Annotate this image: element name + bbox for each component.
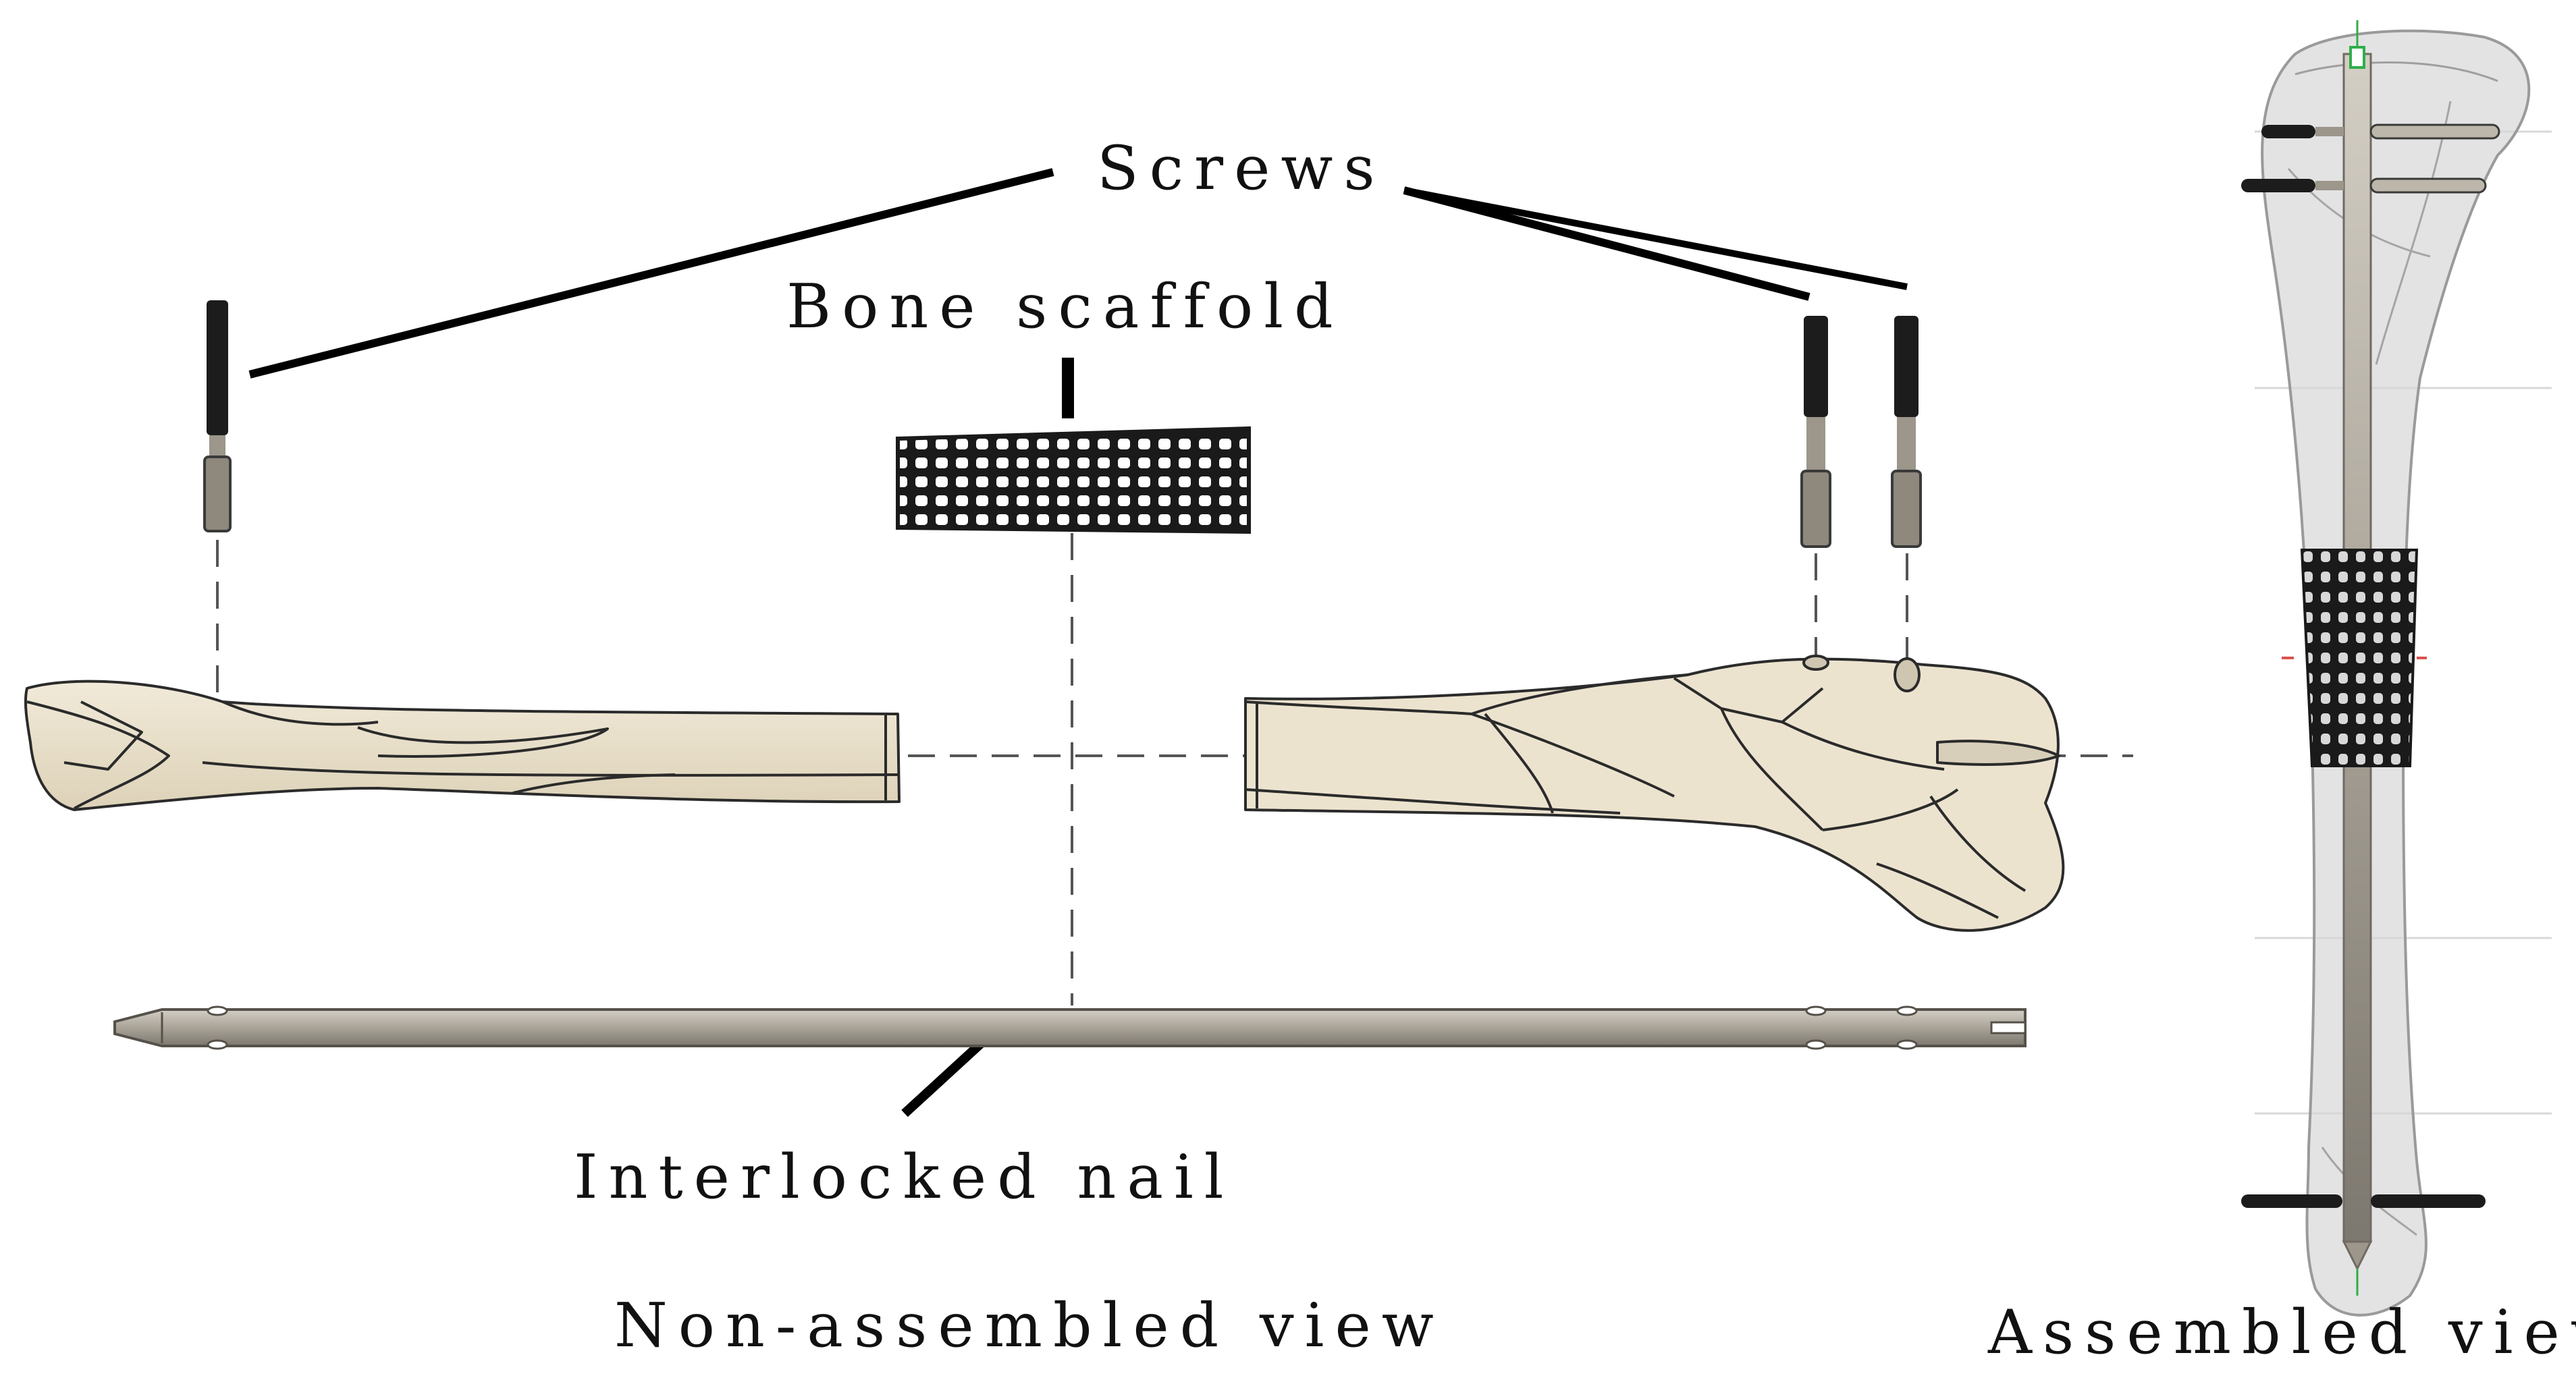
screw-left [203,300,232,532]
screws-leader-left [248,168,1054,379]
assembled-construct [2241,20,2552,1317]
nail-leader-line [901,1035,989,1117]
screws-leader-right-a [1403,186,1810,301]
assembled-screw-proximal-1 [2261,123,2500,140]
screws-leader-lines [248,168,1908,379]
label-bone-scaffold: Bone scaffold [786,271,1344,342]
label-non-assembled-view: Non-assembled view [614,1290,1445,1361]
bone-scaffold [896,426,1251,534]
assembly-guide-lines [216,533,2133,1005]
interlocked-nail [113,1005,2027,1050]
bone-fragment-right [1244,655,2065,932]
label-assembled-view: Assembled view [1987,1297,2576,1368]
label-interlocked-nail: Interlocked nail [574,1142,1235,1213]
assembled-scaffold [2300,549,2419,767]
screw-right-1 [1800,316,1831,548]
screw-right-2 [1891,316,1922,548]
screws-leader-right-b [1403,187,1908,290]
assembled-screw-distal [2241,1194,2486,1208]
assembled-screw-proximal-2 [2241,177,2487,194]
bone-fragment-left [24,680,901,811]
label-screws: Screws [1097,133,1386,204]
